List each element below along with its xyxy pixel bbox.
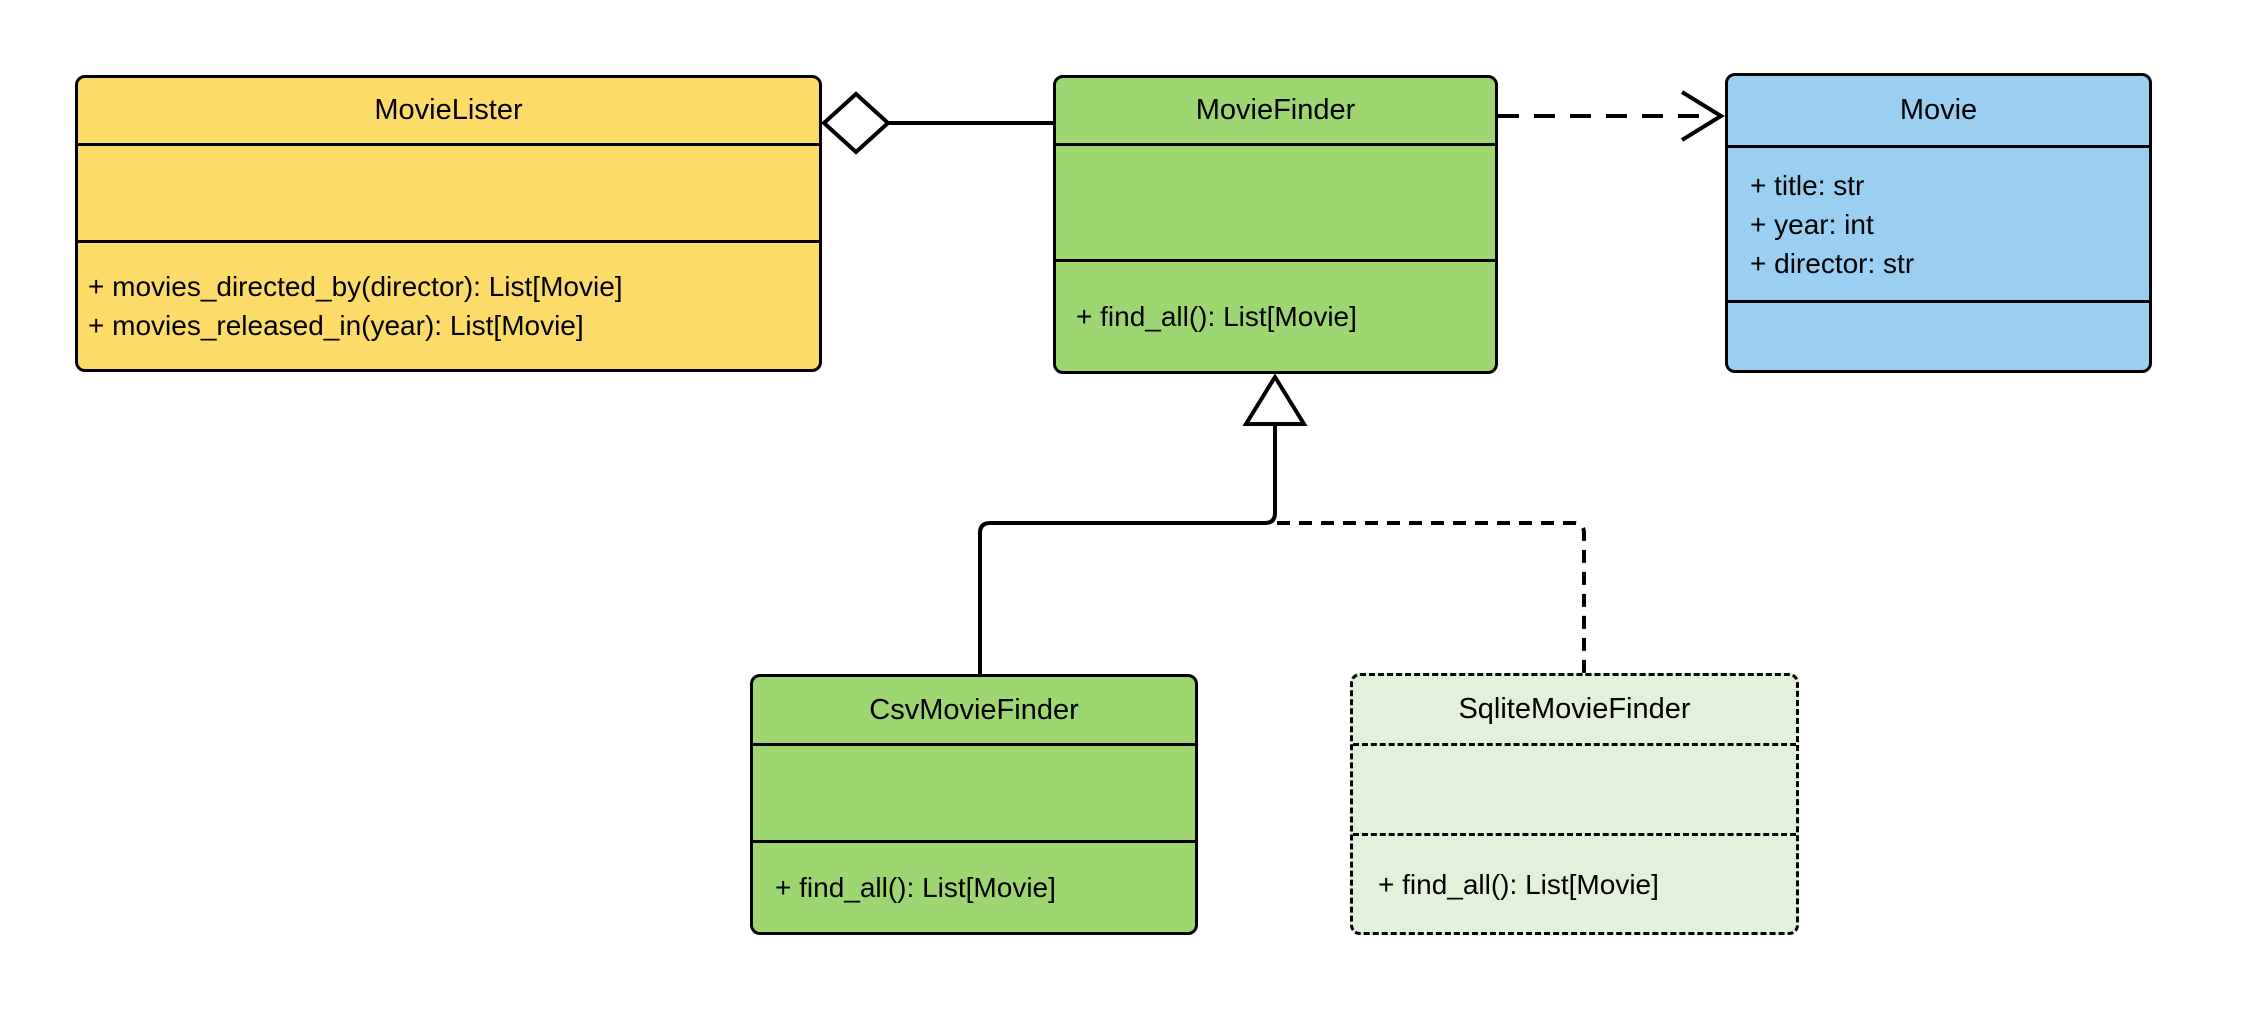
attributes-compartment-movielister — [78, 146, 819, 243]
class-sqlitemoviefinder[interactable]: SqliteMovieFinder + find_all(): List[Mov… — [1350, 673, 1799, 935]
open-arrowhead-icon[interactable] — [1680, 90, 1725, 142]
generalization-line-dashed[interactable] — [1277, 521, 1586, 673]
class-title-csvmoviefinder: CsvMovieFinder — [753, 677, 1195, 746]
hollow-diamond-icon[interactable] — [821, 91, 891, 155]
attribute-line: + director: str — [1750, 247, 1915, 279]
methods-compartment-sqlitemoviefinder: + find_all(): List[Movie] — [1353, 836, 1796, 932]
method-line: + movies_released_in(year): List[Movie] — [88, 310, 584, 341]
attribute-line: + title: str — [1750, 169, 1865, 201]
class-title-movielister: MovieLister — [78, 78, 819, 146]
class-movie[interactable]: Movie + title: str + year: int + directo… — [1725, 73, 2152, 373]
attributes-compartment-sqlitemoviefinder — [1353, 746, 1796, 836]
methods-compartment-moviefinder: + find_all(): List[Movie] — [1056, 262, 1495, 371]
connector-aggregation-movielister-moviefinder[interactable] — [821, 91, 1055, 155]
attributes-compartment-csvmoviefinder — [753, 746, 1195, 843]
method-line: + find_all(): List[Movie] — [1076, 301, 1357, 332]
connector-dependency-moviefinder-movie[interactable] — [1498, 90, 1725, 142]
method-line: + movies_directed_by(director): List[Mov… — [88, 271, 623, 302]
connector-generalization-sqlitemoviefinder-moviefinder[interactable] — [1277, 521, 1586, 673]
methods-compartment-csvmoviefinder: + find_all(): List[Movie] — [753, 843, 1195, 932]
attributes-compartment-movie: + title: str + year: int + director: str — [1728, 148, 2149, 303]
method-line: + find_all(): List[Movie] — [1378, 868, 1659, 900]
class-title-movie: Movie — [1728, 76, 2149, 148]
class-moviefinder[interactable]: MovieFinder + find_all(): List[Movie] — [1053, 75, 1498, 374]
methods-compartment-movielister: + movies_directed_by(director): List[Mov… — [78, 243, 819, 369]
method-line: + find_all(): List[Movie] — [775, 872, 1056, 903]
class-title-moviefinder: MovieFinder — [1056, 78, 1495, 146]
generalization-line-solid[interactable] — [978, 424, 1277, 674]
class-csvmoviefinder[interactable]: CsvMovieFinder + find_all(): List[Movie] — [750, 674, 1198, 935]
connector-generalization-csvmoviefinder-moviefinder[interactable] — [978, 424, 1277, 674]
attributes-compartment-moviefinder — [1056, 146, 1495, 262]
hollow-triangle-icon[interactable] — [1242, 373, 1308, 426]
attribute-line: + year: int — [1750, 208, 1874, 240]
class-movielister[interactable]: MovieLister + movies_directed_by(directo… — [75, 75, 822, 372]
class-title-sqlitemoviefinder: SqliteMovieFinder — [1353, 676, 1796, 746]
